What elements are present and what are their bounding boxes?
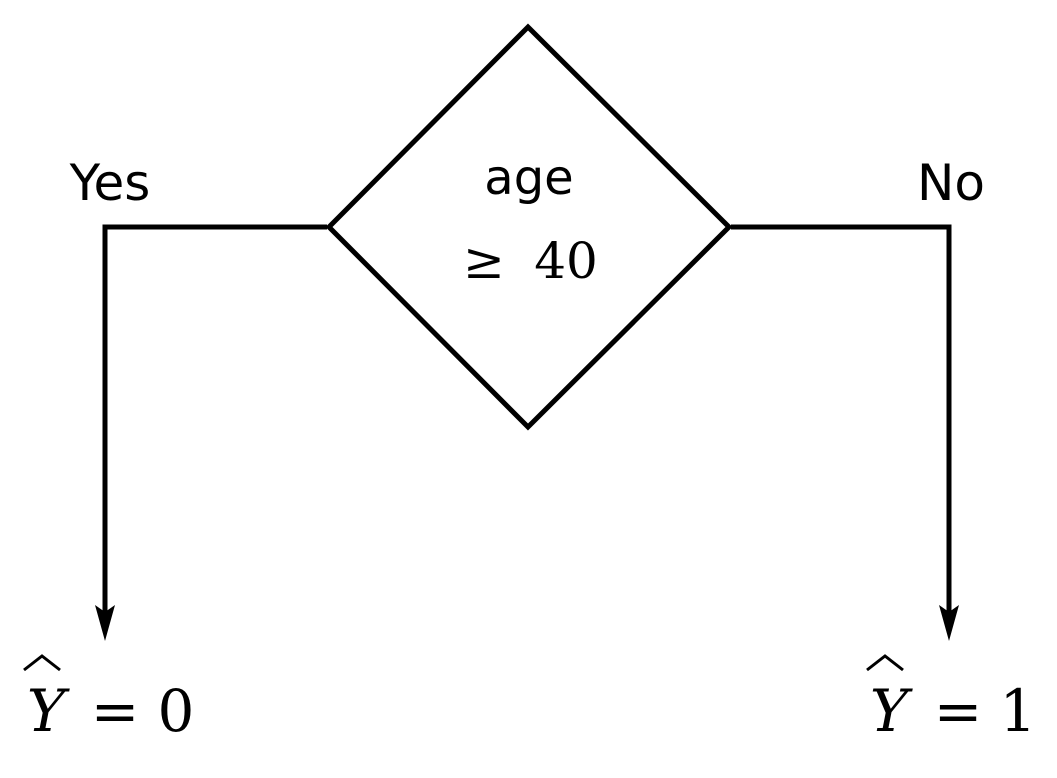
- leaf-left-equals: =: [91, 677, 140, 745]
- decision-operator: ≥: [463, 232, 505, 290]
- leaf-left-hat: [23, 654, 61, 672]
- yes-branch-label: Yes: [69, 154, 151, 212]
- no-branch-arrowhead: [939, 605, 959, 641]
- yes-branch-arrowhead: [95, 605, 115, 641]
- leaf-right-value: 1: [1000, 677, 1037, 745]
- leaf-left-variable: Y: [27, 677, 70, 745]
- leaf-right-equals: =: [934, 677, 983, 745]
- leaf-right-variable: Y: [870, 677, 913, 745]
- no-branch-label: No: [917, 154, 985, 212]
- no-branch-edge: [731, 224, 952, 615]
- decision-condition: ≥ 40: [463, 232, 598, 290]
- leaf-left-value: 0: [158, 677, 195, 745]
- yes-branch-edge: [102, 224, 327, 615]
- decision-feature-label: age: [484, 150, 573, 206]
- decision-node: [325, 23, 733, 431]
- leaf-left: Y = 0: [23, 654, 195, 745]
- decision-threshold: 40: [534, 232, 598, 290]
- leaf-right-hat: [866, 654, 904, 672]
- leaf-right: Y = 1: [866, 654, 1037, 745]
